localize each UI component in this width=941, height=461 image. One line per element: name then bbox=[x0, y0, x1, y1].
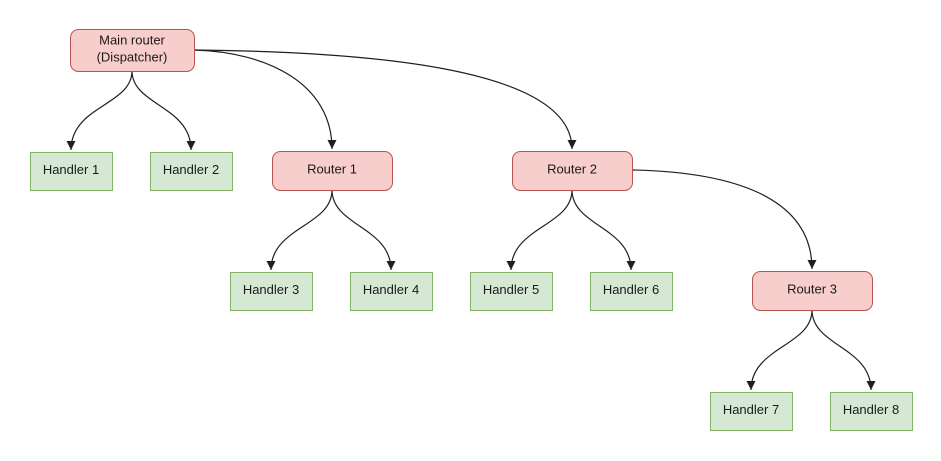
node-box[interactable] bbox=[710, 392, 793, 431]
node-handler-1[interactable]: Handler 1 bbox=[30, 152, 113, 191]
node-label: Main router(Dispatcher) bbox=[97, 33, 168, 65]
node-label: Handler 5 bbox=[483, 282, 539, 297]
node-box[interactable] bbox=[70, 29, 195, 72]
node-handler-7[interactable]: Handler 7 bbox=[710, 392, 793, 431]
arrow-head-icon bbox=[186, 141, 196, 150]
node-box[interactable] bbox=[272, 151, 393, 191]
edge-line bbox=[70, 70, 133, 151]
node-handler-2[interactable]: Handler 2 bbox=[150, 152, 233, 191]
node-handler-3[interactable]: Handler 3 bbox=[230, 272, 313, 311]
arrow-head-icon bbox=[626, 261, 636, 270]
node-label: Handler 1 bbox=[43, 162, 99, 177]
node-label: Router 1 bbox=[307, 162, 357, 177]
node-router-3[interactable]: Router 3 bbox=[752, 271, 873, 311]
nodes-layer: Main router(Dispatcher) Handler 1 Handler … bbox=[30, 29, 913, 431]
node-label: Handler 7 bbox=[723, 402, 779, 417]
edge-main-to-handler-1 bbox=[66, 70, 133, 151]
node-handler-4[interactable]: Handler 4 bbox=[350, 272, 433, 311]
arrow-head-icon bbox=[567, 140, 577, 149]
edge-line bbox=[510, 189, 573, 271]
node-label: Handler 6 bbox=[603, 282, 659, 297]
node-handler-5[interactable]: Handler 5 bbox=[470, 272, 553, 311]
arrow-head-icon bbox=[386, 261, 396, 270]
arrow-head-icon bbox=[266, 261, 276, 270]
node-handler-6[interactable]: Handler 6 bbox=[590, 272, 673, 311]
node-main-router[interactable]: Main router(Dispatcher) bbox=[70, 29, 195, 72]
edges-layer bbox=[66, 49, 876, 391]
edge-router-3-to-handler-7 bbox=[746, 309, 813, 391]
arrow-head-icon bbox=[746, 381, 756, 390]
node-label: Handler 2 bbox=[163, 162, 219, 177]
node-label: Handler 3 bbox=[243, 282, 299, 297]
edge-main-to-handler-2 bbox=[131, 70, 196, 151]
node-label: Handler 8 bbox=[843, 402, 899, 417]
edge-main-to-router-1 bbox=[193, 49, 337, 150]
node-box[interactable] bbox=[30, 152, 113, 191]
arrow-head-icon bbox=[807, 260, 817, 269]
edge-router-2-to-handler-5 bbox=[506, 189, 573, 271]
edge-router-2-to-router-3 bbox=[632, 169, 817, 270]
arrow-head-icon bbox=[506, 261, 516, 270]
edge-line bbox=[571, 189, 632, 271]
node-label: Handler 4 bbox=[363, 282, 419, 297]
node-box[interactable] bbox=[470, 272, 553, 311]
edge-router-2-to-handler-6 bbox=[571, 189, 636, 271]
arrow-head-icon bbox=[866, 381, 876, 390]
edge-line bbox=[270, 189, 333, 271]
edge-line bbox=[331, 189, 392, 271]
node-box[interactable] bbox=[230, 272, 313, 311]
edge-line bbox=[811, 309, 872, 391]
edge-line bbox=[193, 49, 333, 150]
node-box[interactable] bbox=[752, 271, 873, 311]
node-box[interactable] bbox=[590, 272, 673, 311]
node-box[interactable] bbox=[512, 151, 633, 191]
node-label: Router 2 bbox=[547, 162, 597, 177]
node-label: Router 3 bbox=[787, 282, 837, 297]
node-box[interactable] bbox=[150, 152, 233, 191]
node-router-2[interactable]: Router 2 bbox=[512, 151, 633, 191]
edge-main-to-router-2 bbox=[193, 49, 577, 150]
node-box[interactable] bbox=[350, 272, 433, 311]
arrow-head-icon bbox=[66, 141, 76, 150]
arrow-head-icon bbox=[327, 140, 337, 149]
edge-router-3-to-handler-8 bbox=[811, 309, 876, 391]
node-router-1[interactable]: Router 1 bbox=[272, 151, 393, 191]
edge-line bbox=[131, 70, 192, 151]
edge-router-1-to-handler-4 bbox=[331, 189, 396, 271]
edge-router-1-to-handler-3 bbox=[266, 189, 333, 271]
edge-line bbox=[750, 309, 813, 391]
edge-line bbox=[193, 49, 573, 150]
node-handler-8[interactable]: Handler 8 bbox=[830, 392, 913, 431]
node-box[interactable] bbox=[830, 392, 913, 431]
edge-line bbox=[632, 169, 813, 270]
